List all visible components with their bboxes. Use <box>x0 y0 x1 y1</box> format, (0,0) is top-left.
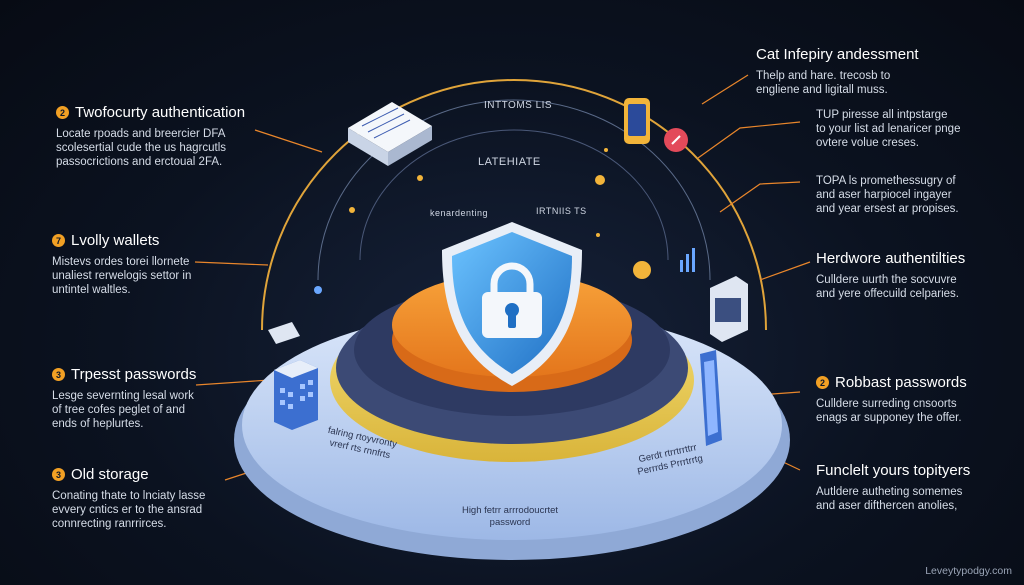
callout-body: TOPA ls promethessugry of and aser harpi… <box>816 175 959 215</box>
watermark: Leveytypodgy.com <box>925 565 1012 577</box>
callout-body: Culldere uurth the socvuvre and yere off… <box>816 274 959 300</box>
arc-mid-label: LATEHIATE <box>478 156 541 168</box>
lock-icon <box>482 262 542 338</box>
arc-left-label: kenardenting <box>430 208 489 218</box>
tablet-device-icon <box>700 350 722 446</box>
callout-body: Conating thate to lnciaty lasse evvery c… <box>52 490 206 530</box>
callout-title: Funclelt yours topityers <box>816 462 971 479</box>
callout-body: Autldere autheting somemes and aser dift… <box>816 486 963 512</box>
callout-body: TUP piresse all intpstarge to your list … <box>816 109 961 149</box>
callout-body: Thelp and hare. trecosb to engliene and … <box>756 70 891 96</box>
center-label: High fetrr arrrodoucrtet password <box>440 505 580 529</box>
key-icon <box>633 261 651 279</box>
arc-top-label: INTTOMS LIS <box>484 100 553 111</box>
callout-old-storage: 3 Old storage Conating thate to lnciaty l… <box>52 466 302 531</box>
keyboard-device-icon <box>348 102 432 166</box>
callout-topa: TOPA ls promethessugry of and aser harpi… <box>816 174 1016 216</box>
callout-body: Mistevs ordes torei llornete unaliest re… <box>52 256 192 296</box>
center-label-line1: High fetrr arrrodoucrtet <box>461 505 559 516</box>
callout-title: Twofocurty authentication <box>75 104 246 121</box>
callout-robust-passwords: 2 Robbast passwords Culldere surreding cn… <box>816 374 1016 425</box>
inner-arc-2 <box>359 129 669 261</box>
arc-right-label: IRTNIIS TS <box>536 206 587 216</box>
callout-title: Old storage <box>71 466 149 483</box>
number-badge: 3 <box>52 468 65 481</box>
number-badge: 2 <box>56 106 69 119</box>
outer-arc <box>261 79 767 331</box>
callout-body: Culldere surreding cnsoorts enags ar sup… <box>816 398 962 424</box>
callout-title: Trpesst passwords <box>71 366 197 383</box>
callout-body: Locate rpoads and breercier DFA scoleser… <box>56 128 227 168</box>
number-badge: 3 <box>52 368 65 381</box>
callout-inquiry: Cat Infepiry andessment Thelp and hare. … <box>756 46 996 97</box>
callout-title: Lvolly wallets <box>71 232 160 249</box>
decor-dots <box>314 148 608 294</box>
callout-tup: TUP piresse all intpstarge to your list … <box>816 108 1016 150</box>
number-badge: 2 <box>816 376 829 389</box>
callout-hardware: Herdwore authentilties Culldere uurth th… <box>816 250 1016 301</box>
card-device-icon <box>268 322 300 344</box>
callout-body: Lesge severnting lesal work of tree cofe… <box>52 390 194 430</box>
callout-title: Robbast passwords <box>835 374 967 391</box>
alert-badge-icon <box>664 128 688 152</box>
inner-arc-1 <box>317 99 711 281</box>
phone-device-icon <box>624 98 650 144</box>
number-badge: 7 <box>52 234 65 247</box>
building-storage-icon <box>274 360 318 430</box>
callout-passwords-left: 3 Trpesst passwords Lesge severnting lesa… <box>52 366 302 431</box>
callout-wallets: 7 Lvolly wallets Mistevs ordes torei llor… <box>52 232 302 297</box>
callout-title: Herdwore authentilties <box>816 250 966 267</box>
server-device-icon <box>710 276 748 342</box>
bar-chart-icon <box>680 248 695 272</box>
callout-title: Cat Infepiry andessment <box>756 46 919 63</box>
callout-topityers: Funclelt yours topityers Autldere authet… <box>816 462 1016 513</box>
callout-two-factor: 2 Twofocurty authentication Locate rpoads… <box>56 104 306 169</box>
center-label-line2: password <box>489 517 531 528</box>
